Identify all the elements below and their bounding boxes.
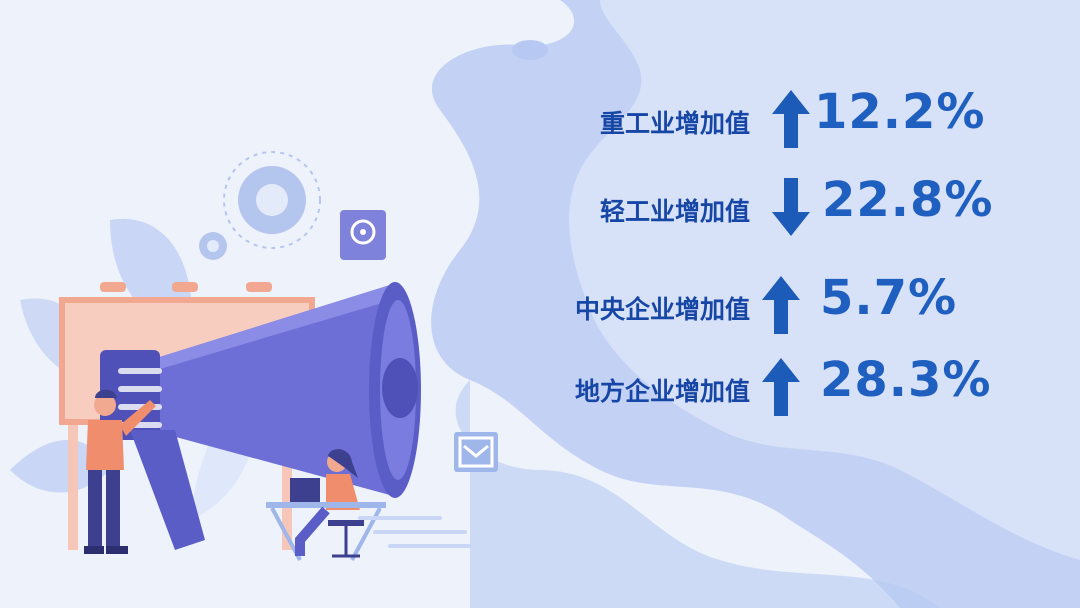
stat-row: 中央企业增加值 5.7% (530, 270, 956, 340)
person-standing (84, 389, 156, 554)
billboard-light (246, 282, 272, 292)
stat-row: 重工业增加值 12.2% (530, 84, 985, 154)
stat-value: 5.7% (820, 270, 958, 326)
megaphone-stripe (118, 386, 162, 392)
gear-icon (199, 151, 321, 260)
stat-label: 中央企业增加值 (574, 295, 750, 324)
arrow-up-icon (772, 90, 810, 148)
background-blob-inner (569, 0, 1080, 560)
arrow-down-icon (772, 178, 810, 236)
background-blob-lower (455, 380, 940, 608)
billboard-pole (282, 420, 292, 550)
stat-label: 地方企业增加值 (574, 377, 750, 406)
stat-row: 轻工业增加值 22.8% (530, 172, 993, 242)
checkbox-icon (454, 432, 498, 472)
stat-value: 22.8% (822, 172, 994, 228)
billboard-pole (68, 420, 78, 550)
billboard-light (100, 282, 126, 292)
blob-dot (512, 40, 548, 60)
megaphone-stripe (118, 368, 162, 374)
speed-lines (358, 516, 472, 548)
laptop (290, 478, 320, 502)
arrow-up-icon (762, 358, 800, 416)
billboard-light (172, 282, 198, 292)
megaphone-icon (100, 282, 421, 550)
location-pin-icon (340, 210, 386, 260)
stat-value: 12.2% (814, 84, 986, 140)
person-sitting (266, 449, 386, 561)
stat-label: 重工业增加值 (599, 109, 750, 138)
arrow-up-icon (762, 276, 800, 334)
stat-row: 地方企业增加值 28.3% (530, 352, 991, 422)
leaf-shape (10, 440, 110, 493)
stat-value: 28.3% (820, 352, 992, 408)
stat-label: 轻工业增加值 (599, 197, 750, 226)
